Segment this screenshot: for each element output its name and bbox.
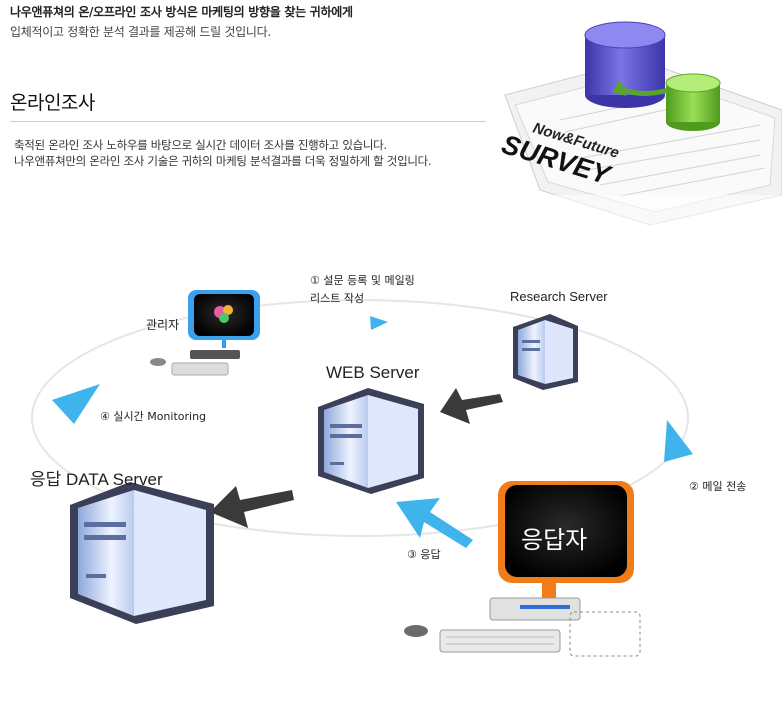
description-line-1: 축적된 온라인 조사 노하우를 바탕으로 실시간 데이터 조사를 진행하고 있습…	[14, 138, 387, 152]
survey-paper-sheets	[504, 59, 782, 226]
node-research-server-label: Research Server	[510, 289, 608, 304]
section-description: 축적된 온라인 조사 노하우를 바탕으로 실시간 데이터 조사를 진행하고 있습…	[14, 137, 432, 169]
page-title: 온라인조사	[10, 92, 95, 114]
step2-label: ② 메일 전송	[689, 480, 747, 493]
database-cylinder-green-icon	[665, 73, 721, 131]
transfer-arrow-icon	[618, 85, 669, 96]
survey-brand-line1: Now&Future	[531, 120, 621, 162]
step1-label: ① 설문 등록 및 메일링 리스트 작성	[310, 272, 415, 308]
survey-brand-line2: SURVEY	[498, 129, 616, 191]
database-cylinder-purple-icon	[584, 21, 666, 108]
step2-arrow-icon	[664, 420, 693, 462]
flow-arrow-to-data-icon	[210, 486, 294, 528]
flow-arrow-to-web-icon	[440, 388, 503, 424]
research-server-icon	[513, 314, 578, 390]
node-respondent-label: 응답자	[521, 526, 588, 554]
step1-label-line1: ① 설문 등록 및 메일링	[310, 274, 415, 287]
step3-label: ③ 응답	[407, 548, 441, 561]
description-line-2: 나우앤퓨쳐만의 온라인 조사 기술은 귀하의 마케팅 분석결과를 더욱 정밀하게…	[14, 154, 432, 168]
node-data-server-label: 응답 DATA Server	[30, 470, 163, 489]
step1-arrow-icon	[370, 316, 388, 330]
node-web-server-label: WEB Server	[326, 363, 420, 382]
tagline: 나우앤퓨쳐의 온/오프라인 조사 방식은 마케팅의 방향을 찾는 귀하에게	[10, 5, 353, 19]
step1-label-line2: 리스트 작성	[310, 292, 365, 305]
node-admin-label: 관리자	[146, 318, 180, 332]
web-server-icon	[318, 388, 424, 494]
data-server-icon	[70, 482, 214, 624]
step3-arrow-icon	[396, 498, 473, 548]
step4-arrow-icon	[52, 384, 100, 424]
subtitle: 입체적이고 정확한 분석 결과를 제공해 드릴 것입니다.	[10, 25, 271, 39]
respondent-computer-icon	[404, 481, 641, 657]
title-divider	[10, 121, 486, 122]
step4-label: ④ 실시간 Monitoring	[100, 410, 207, 423]
